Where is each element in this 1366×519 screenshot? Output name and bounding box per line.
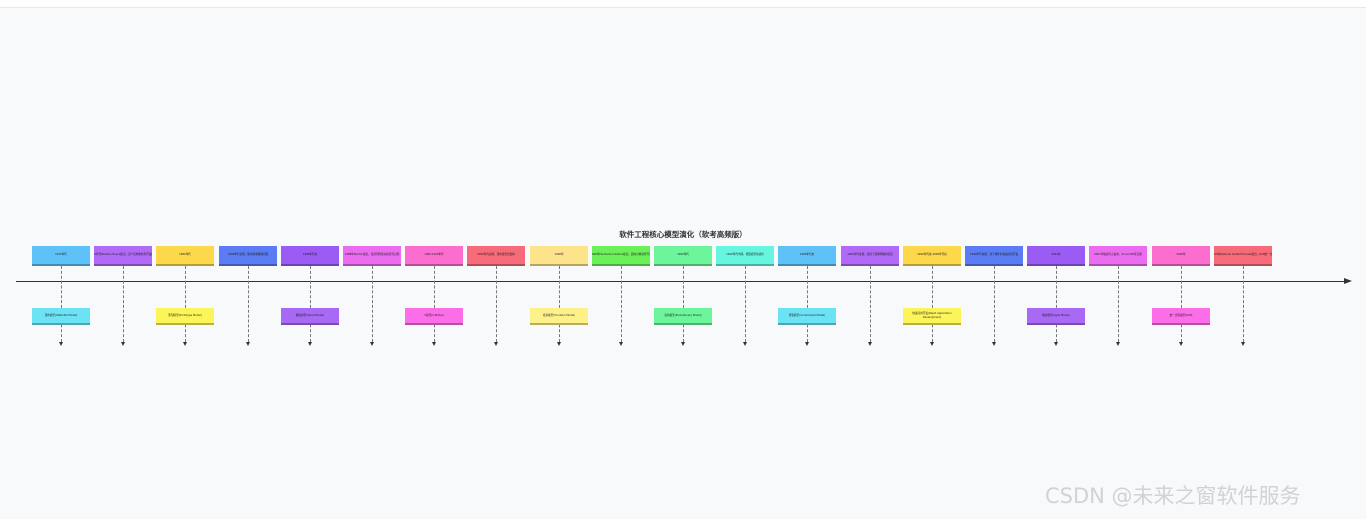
connector-line [496, 266, 497, 342]
event-box: 2001年敏捷宣言发布，Scrum/XP等实践 [1089, 246, 1147, 266]
connector-line [185, 266, 186, 342]
connector-arrowhead [308, 342, 312, 346]
model-box: 快速应用开发(Rapid Application Development) [903, 308, 961, 325]
connector-line [123, 266, 124, 342]
event-box: 1980年代末 [281, 246, 339, 266]
connector-arrowhead [1179, 342, 1183, 346]
event-box: 1990年代初期，瀑布模型的变种 [467, 246, 525, 266]
connector-arrowhead [805, 342, 809, 346]
top-bar [0, 0, 1366, 8]
connector-line [248, 266, 249, 342]
connector-line [870, 266, 871, 342]
connector-line [745, 266, 746, 342]
event-box: 1970年代 [32, 246, 90, 266]
event-box: 1980年代初期，解决需求模糊问题 [219, 246, 277, 266]
watermark: CSDN @未来之窗软件服务 [1045, 484, 1301, 508]
connector-arrowhead [432, 342, 436, 346]
connector-arrowhead [743, 342, 747, 346]
connector-line [559, 266, 560, 342]
event-box: 1990年代末 [778, 246, 836, 266]
event-box: 1990年 [530, 246, 588, 266]
connector-line [434, 266, 435, 342]
event-box: 1980年代 [156, 246, 214, 266]
model-box: 螺旋模型(Spiral Model) [281, 308, 339, 325]
event-box: 1990年Henderson-Sellers提出，面向对象软件开发 [592, 246, 650, 266]
connector-arrowhead [1116, 342, 1120, 346]
connector-line [807, 266, 808, 342]
connector-line [621, 266, 622, 342]
event-box: 2001年 [1027, 246, 1085, 266]
connector-line [61, 266, 62, 342]
model-box: 喷泉模型(Fountain Model) [530, 308, 588, 325]
connector-arrowhead [619, 342, 623, 346]
connector-arrowhead [1054, 342, 1058, 346]
connector-arrowhead [868, 342, 872, 346]
connector-line [1056, 266, 1057, 342]
model-box: 统一过程模型(RUP) [1152, 308, 1210, 325]
event-box: 1990年代末期，适用于需求明确的项目 [841, 246, 899, 266]
model-box: 瀑布模型(Waterfall Model) [32, 308, 90, 325]
model-box: 增量模型(Incremental Model) [778, 308, 836, 325]
connector-arrowhead [681, 342, 685, 346]
event-box: 1990年代末期，基于构件的快速应用开发 [965, 246, 1023, 266]
connector-arrowhead [246, 342, 250, 346]
connector-arrowhead [370, 342, 374, 346]
event-box: 1970年代Winston Royce提出，首个结构化软件开发模型 [94, 246, 152, 266]
event-box: 1988年Boehm提出，强调风险驱动的迭代过程 [343, 246, 401, 266]
connector-arrowhead [557, 342, 561, 346]
connector-line [1118, 266, 1119, 342]
timeline-arrowhead [1344, 278, 1352, 284]
connector-line [932, 266, 933, 342]
connector-arrowhead [930, 342, 934, 346]
connector-line [372, 266, 373, 342]
connector-line [994, 266, 995, 342]
connector-line [310, 266, 311, 342]
event-box: 2000年Rational Unified Process提出，RUP统一过程 [1214, 246, 1272, 266]
event-box: 2000年 [1152, 246, 1210, 266]
connector-line [1243, 266, 1244, 342]
connector-line [683, 266, 684, 342]
event-box: 1990年代末-2000年代初 [903, 246, 961, 266]
connector-arrowhead [992, 342, 996, 346]
connector-arrowhead [494, 342, 498, 346]
event-box: 1990年代中期，增量模型的演化 [716, 246, 774, 266]
connector-arrowhead [1241, 342, 1245, 346]
event-box: 1980-1990年代 [405, 246, 463, 266]
model-box: 敏捷模型(Agile Model) [1027, 308, 1085, 325]
connector-arrowhead [121, 342, 125, 346]
model-box: 原型模型(Prototype Model) [156, 308, 214, 325]
connector-arrowhead [183, 342, 187, 346]
model-box: V模型(V-Model) [405, 308, 463, 325]
model-box: 演化模型(Evolutionary Model) [654, 308, 712, 325]
diagram-title: 软件工程核心模型演化（软考高频版） [619, 230, 747, 239]
connector-line [1181, 266, 1182, 342]
event-box: 1990年代 [654, 246, 712, 266]
connector-arrowhead [59, 342, 63, 346]
timeline-axis [16, 281, 1346, 282]
